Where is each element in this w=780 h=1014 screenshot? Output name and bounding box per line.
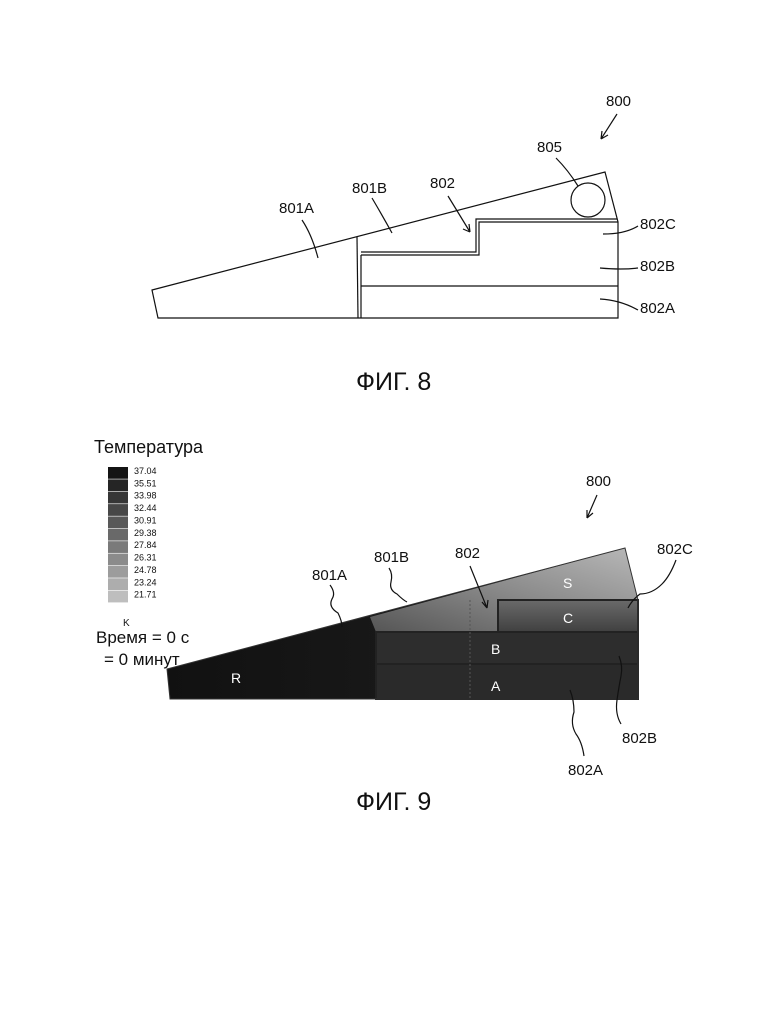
region-A [376,664,638,699]
legend-tick-label: 27.84 [134,540,157,550]
divider-line [357,237,358,318]
figure-8: 800 805 801B 802 801A 802C 802B 802A ФИГ… [152,93,676,396]
legend-swatch [108,467,128,479]
region-label-R: R [231,670,241,686]
legend-swatch [108,529,128,541]
leader-line [372,198,392,233]
region-label-B: B [491,641,500,657]
circle-element-805 [571,183,605,217]
figure-9-caption: ФИГ. 9 [356,788,431,816]
legend-tick-label: 21.71 [134,590,157,600]
arrow-icon [587,495,597,518]
legend-swatch [108,516,128,528]
leader-line [389,568,407,602]
legend-swatch [108,479,128,491]
ref-label-802: 802 [430,175,455,192]
legend-tick-label: 23.24 [134,577,157,587]
ref-label-802C: 802C [640,216,676,233]
legend-title: Температура [94,437,204,457]
legend-swatch [108,578,128,590]
region-label-A: A [491,678,501,694]
ref-label-802A: 802A [640,300,675,317]
ref-label-802A: 802A [568,762,603,779]
ref-label-801B: 801B [374,549,409,566]
ref-label-801A: 801A [312,567,347,584]
legend-tick-label: 35.51 [134,478,157,488]
leader-line [302,220,318,258]
ref-label-802C: 802C [657,541,693,558]
legend-tick-labels: 37.04 35.51 33.98 32.44 30.91 29.38 27.84 26.31… [134,466,157,600]
ref-label-800: 800 [606,93,631,110]
arrow-icon [601,114,617,139]
figure-8-caption: ФИГ. 8 [356,368,431,396]
ref-label-802B: 802B [622,730,657,747]
leader-line [600,299,638,310]
leader-line [330,585,342,627]
legend-tick-label: 32.44 [134,503,157,513]
region-label-C: C [563,610,573,626]
legend-tick-label: 33.98 [134,491,157,501]
arrow-icon [448,196,470,232]
layer-802C-double-line [361,219,617,252]
ref-label-801B: 801B [352,180,387,197]
leader-line [600,268,638,269]
legend-swatch [108,566,128,578]
ref-label-802: 802 [455,545,480,562]
legend-swatch [108,541,128,553]
figure-9: Температура 37.04 35.51 33.98 32.44 30.91 29.… [94,437,693,816]
ref-label-802B: 802B [640,258,675,275]
region-B [376,632,638,664]
ref-label-805: 805 [537,139,562,156]
region-label-S: S [563,575,572,591]
ref-label-800: 800 [586,473,611,490]
ref-label-801A: 801A [279,200,314,217]
layer-802C-outline [361,222,618,255]
legend-tick-label: 24.78 [134,565,157,575]
time-minutes-label: = 0 минут [104,650,180,669]
legend-swatch [108,554,128,566]
time-label: Время = 0 с [96,628,190,647]
legend-tick-label: 29.38 [134,528,157,538]
legend-swatch [108,504,128,516]
legend-swatch [108,492,128,504]
legend-colorbar [108,467,128,602]
legend-tick-label: 30.91 [134,515,157,525]
legend-swatch [108,591,128,603]
leader-line [603,226,638,234]
legend-tick-label: 37.04 [134,466,157,476]
legend-tick-label: 26.31 [134,553,157,563]
